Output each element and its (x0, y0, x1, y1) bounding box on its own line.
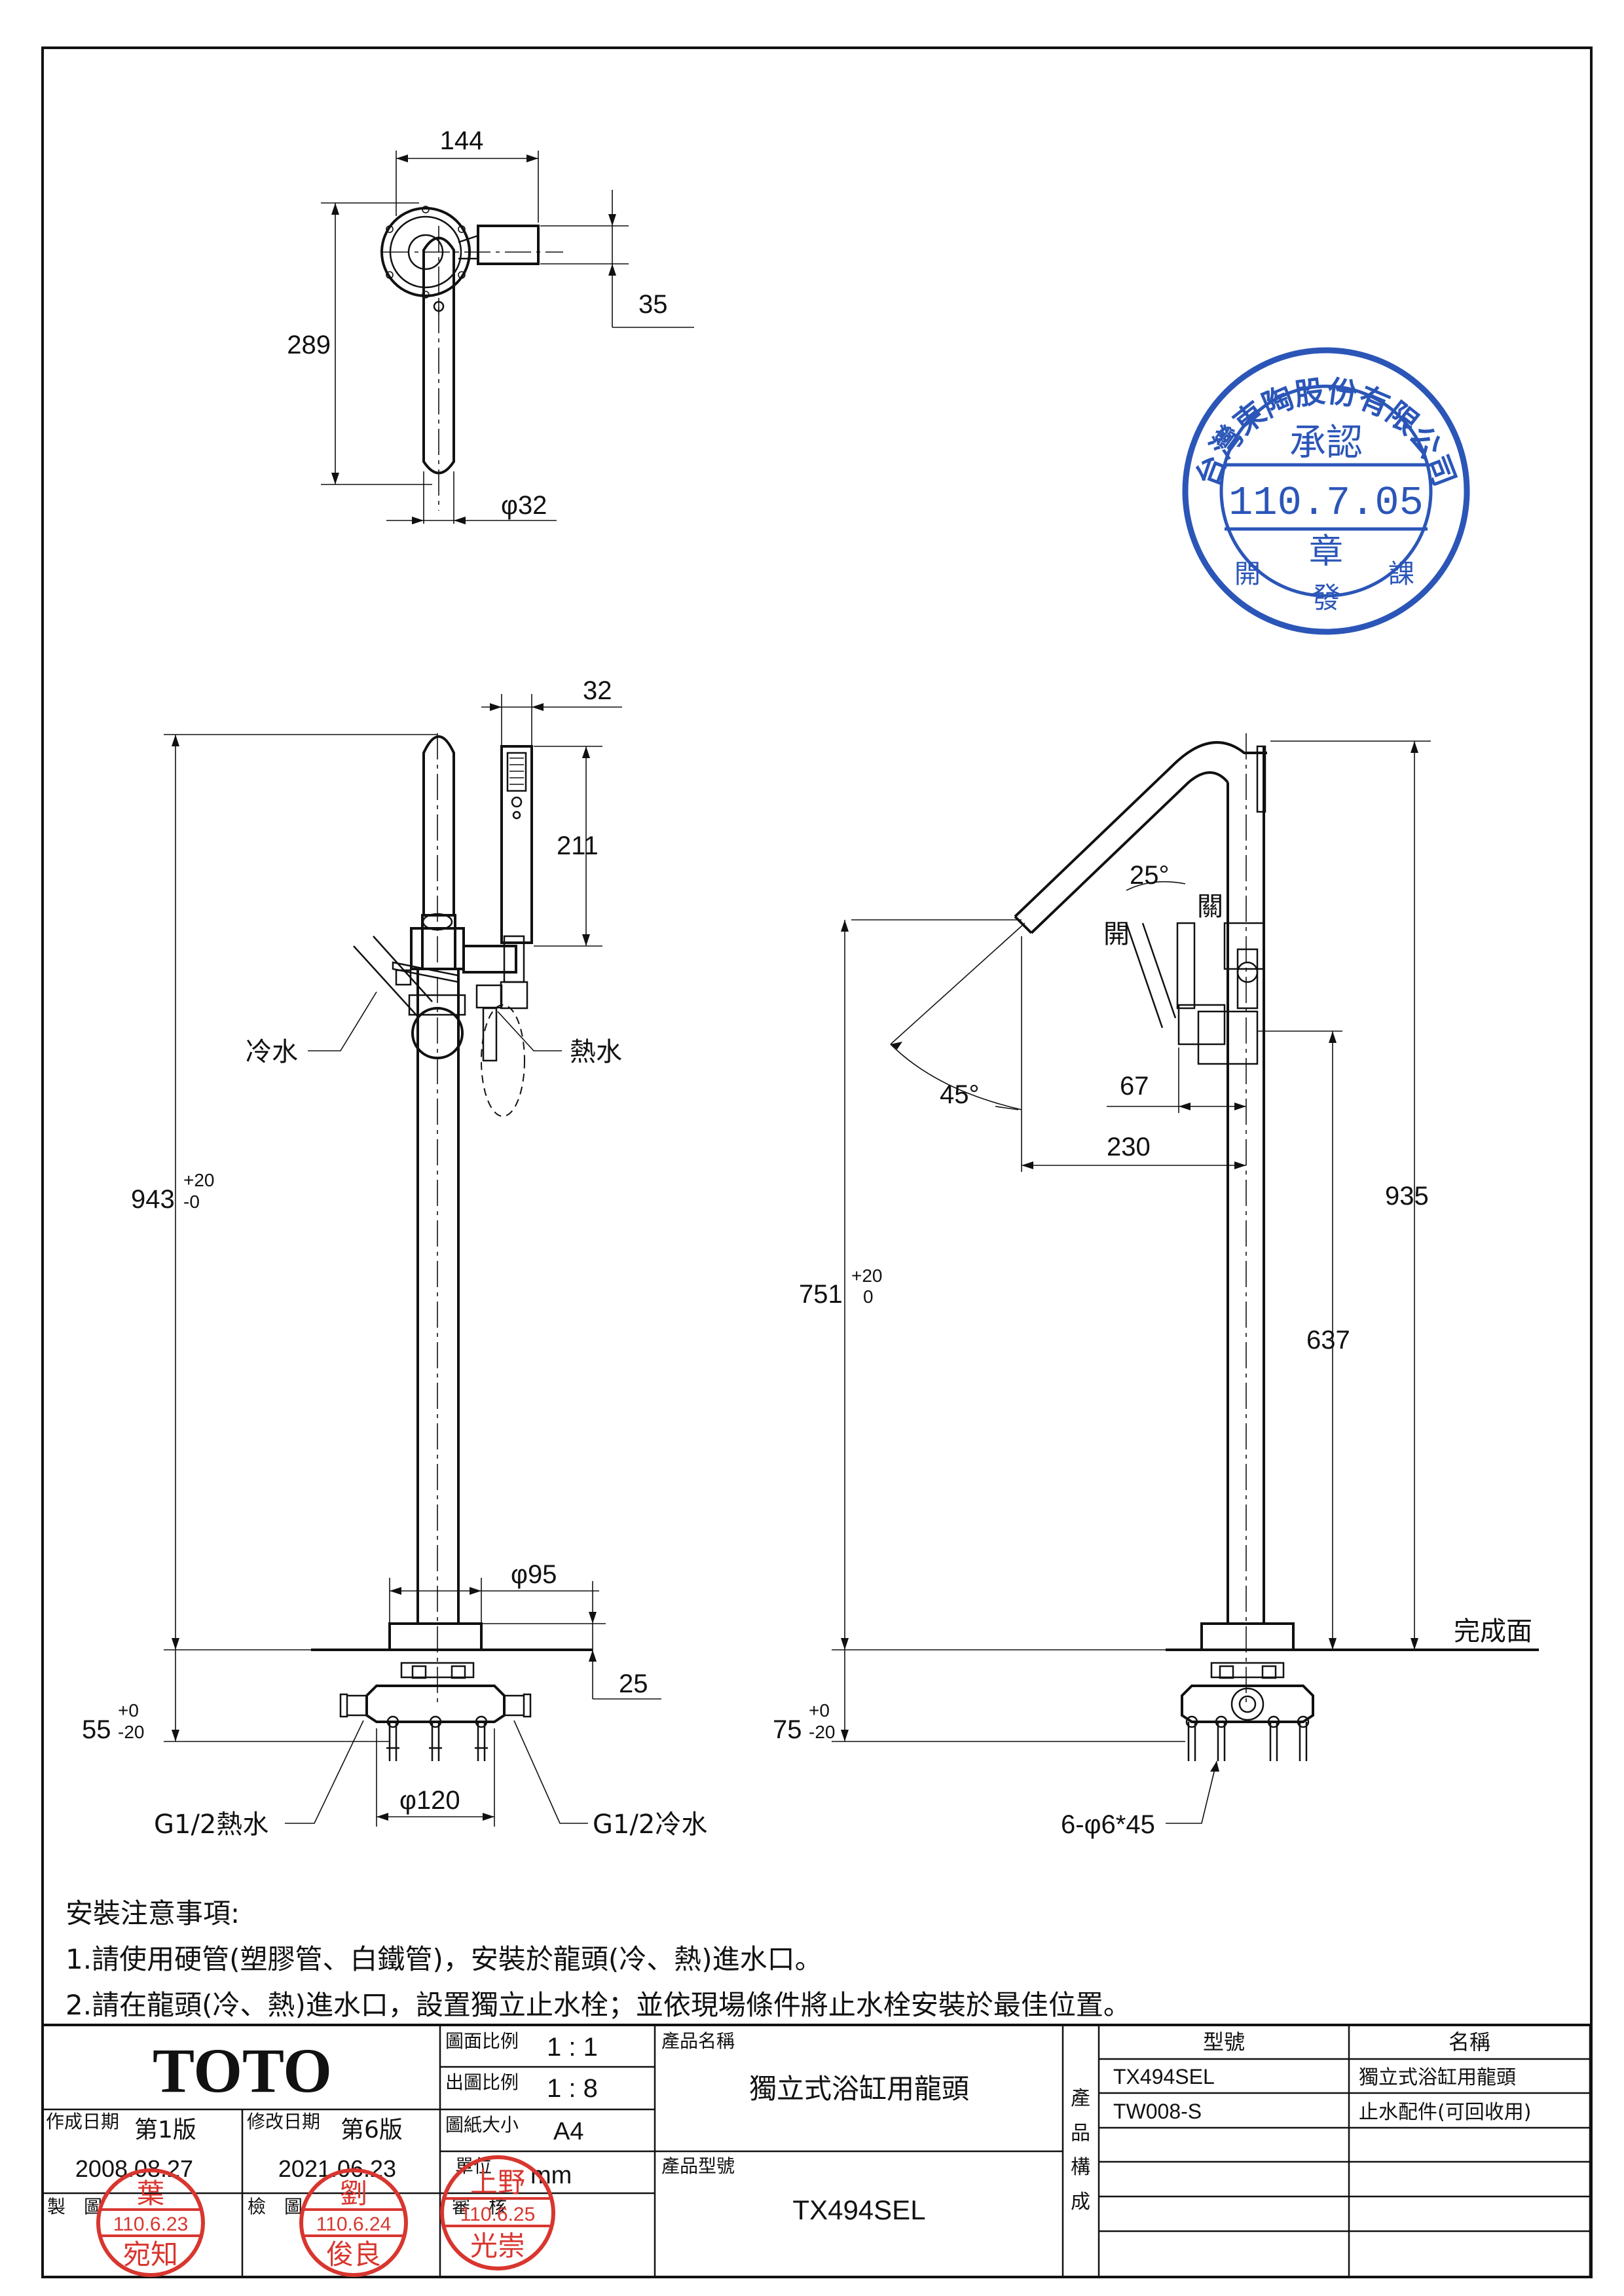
dim-front-below-tol-plus: +0 (118, 1700, 139, 1721)
print-scale-value: 1 : 8 (547, 2074, 598, 2103)
front-view (164, 694, 661, 1827)
dim-side-below-tol-minus: -20 (809, 1722, 835, 1742)
approved-stamp: 上野 110.6.25 光崇 (440, 2155, 555, 2270)
dim-base-dia: φ95 (511, 1560, 557, 1589)
dim-spout-height-tol-plus: +20 (851, 1266, 883, 1286)
modified-date-label: 修改日期 (247, 2111, 320, 2132)
composition-char-1: 產 (1071, 2087, 1090, 2110)
part-2-model: TW008-S (1113, 2100, 1202, 2123)
dim-top-handle: 35 (638, 290, 668, 319)
checked-label: 檢 圖 (248, 2196, 303, 2217)
dim-front-below-tol-minus: -20 (118, 1722, 144, 1742)
sheet-border (41, 46, 1593, 2278)
model-label: 產品型號 (661, 2155, 735, 2177)
dim-top-width: 144 (440, 126, 484, 155)
dim-front-below: 55 (82, 1715, 111, 1744)
created-date-label: 作成日期 (46, 2111, 119, 2132)
stamp-word-top: 承認 (1289, 422, 1363, 464)
drawn-stamp-date: 110.6.23 (113, 2214, 189, 2235)
dim-top-spout-dia: φ32 (501, 491, 547, 520)
parts-header-name: 名稱 (1449, 2030, 1490, 2054)
dim-front-height-tol-plus: +20 (183, 1170, 215, 1190)
dim-spout-height: 751 (799, 1280, 843, 1309)
stamp-side-right: 課 (1388, 559, 1414, 589)
notes-heading: 安裝注意事項: (65, 1897, 240, 1929)
brand-logo: TOTO (153, 2035, 332, 2105)
paper-size-label: 圖紙大小 (445, 2114, 519, 2136)
dim-shower-width: 32 (583, 676, 612, 705)
print-scale-label: 出圖比例 (445, 2071, 519, 2093)
dim-spout-height-tol-minus: 0 (863, 1286, 874, 1307)
paper-size-value: A4 (553, 2118, 583, 2145)
dim-total-height: 935 (1385, 1182, 1429, 1211)
drawn-stamp: 葉 110.6.23 宛知 (96, 2168, 205, 2277)
label-open: 開 (1103, 919, 1130, 949)
stamp-word-mid: 章 (1309, 532, 1343, 572)
label-cold: 冷水 (246, 1037, 298, 1067)
label-cold-inlet: G1/2冷水 (593, 1810, 707, 1840)
approved-stamp-date: 110.6.25 (460, 2204, 536, 2225)
side-view (832, 733, 1539, 1824)
dim-shower-height: 211 (557, 831, 599, 860)
stamp-date: 110.7.05 (1228, 480, 1424, 526)
part-2-name: 止水配件(可回收用) (1359, 2101, 1531, 2124)
title-block (43, 2024, 1591, 2277)
dim-side-below: 75 (773, 1715, 802, 1744)
checked-stamp-top: 劉 (340, 2178, 367, 2210)
approved-stamp-top: 上野 (470, 2166, 525, 2198)
dim-top-depth: 289 (287, 331, 331, 359)
dim-reach-long: 230 (1107, 1133, 1151, 1161)
stamp-word-bottom: 發 (1312, 581, 1340, 615)
installation-notes: 安裝注意事項: 1.請使用硬管(塑膠管、白鐵管)，安裝於龍頭(冷、熱)進水口。 … (65, 1891, 1131, 2028)
product-name-label: 產品名稱 (661, 2030, 735, 2052)
drawn-stamp-bottom: 宛知 (123, 2238, 178, 2270)
dim-front-height: 943 (131, 1185, 175, 1214)
model-number: TX494SEL (792, 2195, 925, 2225)
drawn-stamp-top: 葉 (137, 2178, 164, 2210)
drawing-scale-label: 圖面比例 (445, 2030, 519, 2052)
drawn-label: 製 圖 (47, 2196, 102, 2217)
part-1-name: 獨立式浴缸用龍頭 (1359, 2066, 1516, 2089)
composition-char-3: 構 (1071, 2156, 1090, 2179)
drawing-scale-value: 1 : 1 (547, 2033, 598, 2062)
parts-header-model: 型號 (1203, 2030, 1245, 2054)
part-1-model: TX494SEL (1113, 2065, 1215, 2088)
label-close: 關 (1197, 892, 1223, 922)
label-hot: 熱水 (570, 1037, 622, 1067)
created-version: 第1版 (134, 2117, 196, 2143)
note-item-1: 1.請使用硬管(塑膠管、白鐵管)，安裝於龍頭(冷、熱)進水口。 (65, 1943, 822, 1975)
note-item-2: 2.請在龍頭(冷、熱)進水口，設置獨立止水栓；並依現場條件將止水栓安裝於最佳位置… (65, 1989, 1131, 2021)
checked-stamp: 劉 110.6.24 俊良 (299, 2168, 408, 2277)
dim-side-below-tol-plus: +0 (809, 1700, 830, 1721)
modified-version: 第6版 (341, 2117, 403, 2143)
stamp-side-left: 開 (1234, 559, 1261, 589)
top-view (321, 151, 694, 524)
checked-stamp-bottom: 俊良 (326, 2238, 381, 2270)
dim-reach-short: 67 (1120, 1072, 1149, 1101)
dim-flange-dia: φ120 (399, 1786, 460, 1815)
label-bolts: 6-φ6*45 (1061, 1810, 1155, 1839)
label-hot-inlet: G1/2熱水 (154, 1810, 268, 1840)
dim-base-height: 25 (619, 1669, 648, 1698)
dim-lever-height: 637 (1306, 1326, 1350, 1355)
approved-stamp-bottom: 光崇 (470, 2230, 525, 2262)
checked-stamp-date: 110.6.24 (316, 2214, 392, 2235)
dim-handle-angle: 25° (1130, 861, 1170, 890)
composition-char-2: 品 (1071, 2122, 1090, 2145)
label-finished-floor: 完成面 (1454, 1616, 1532, 1647)
approval-stamp: 台灣東陶股份有限公司 承認 110.7.05 章 發 開 課 (1182, 347, 1470, 635)
dim-front-height-tol-minus: -0 (183, 1192, 200, 1212)
product-name: 獨立式浴缸用龍頭 (749, 2073, 969, 2105)
dim-spout-angle: 45° (940, 1080, 980, 1109)
composition-char-4: 成 (1071, 2191, 1090, 2214)
